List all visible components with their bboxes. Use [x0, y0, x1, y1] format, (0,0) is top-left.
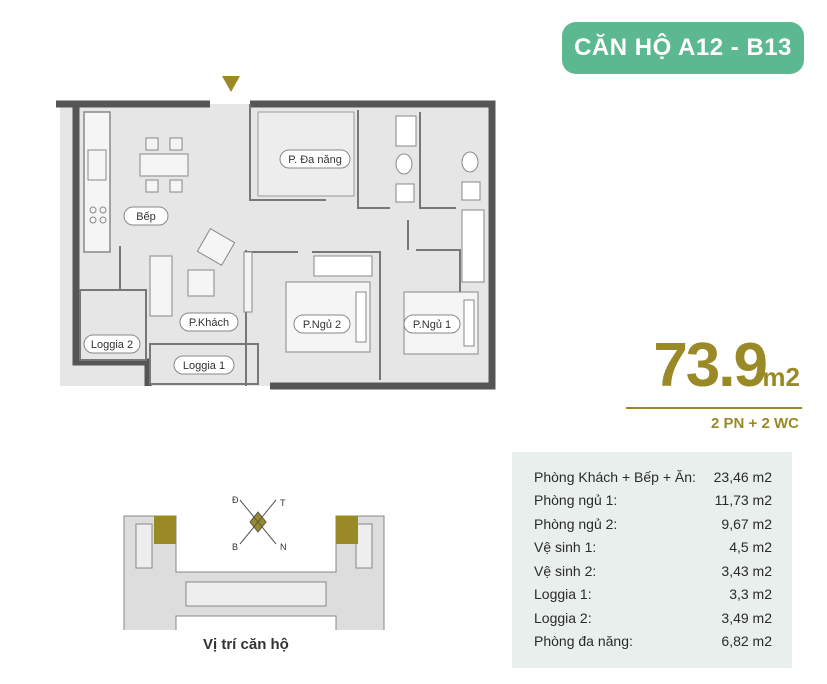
location-map: Đ T B N — [123, 495, 385, 630]
area-row-label: Loggia 1: — [534, 586, 592, 603]
area-row: Phòng đa năng: 6,82 m2 — [534, 630, 792, 654]
label-bedroom2: P.Ngủ 2 — [303, 319, 341, 331]
area-row-value: 4,5 m2 — [729, 539, 772, 556]
entrance-arrow-icon — [222, 76, 240, 92]
area-row-label: Loggia 2: — [534, 609, 592, 626]
area-row-label: Phòng đa năng: — [534, 633, 633, 650]
area-row-value: 6,82 m2 — [721, 633, 772, 650]
svg-text:Đ: Đ — [232, 495, 239, 505]
label-living: P.Khách — [189, 317, 229, 329]
area-row: Loggia 1: 3,3 m2 — [534, 583, 792, 607]
area-row-value: 23,46 m2 — [713, 468, 772, 485]
room-labels: Bếp P. Đa năng P.Khách P.Ngủ 2 P.Ngủ 1 L… — [83, 149, 461, 375]
label-multipurpose: P. Đa năng — [288, 154, 342, 166]
label-kitchen: Bếp — [136, 211, 156, 223]
area-row-label: Vệ sinh 1: — [534, 539, 597, 556]
area-row: Vệ sinh 1: 4,5 m2 — [534, 536, 792, 560]
area-row: Phòng ngủ 2: 9,67 m2 — [534, 512, 792, 536]
area-value: 73.9 — [653, 331, 768, 400]
area-row-label: Vệ sinh 2: — [534, 562, 597, 579]
svg-text:N: N — [280, 542, 287, 552]
area-row-value: 3,3 m2 — [729, 586, 772, 603]
area-row-value: 11,73 m2 — [714, 492, 772, 509]
area-row: Phòng ngủ 1: 11,73 m2 — [534, 489, 792, 513]
svg-text:B: B — [232, 542, 238, 552]
area-row-value: 9,67 m2 — [721, 515, 772, 532]
area-row: Phòng Khách + Bếp + Ăn: 23,46 m2 — [534, 465, 792, 489]
label-loggia1: Loggia 1 — [183, 360, 225, 372]
area-table: Phòng Khách + Bếp + Ăn: 23,46 m2 Phòng ngủ… — [512, 452, 792, 668]
floor-plan: Bếp P. Đa năng P.Khách P.Ngủ 2 P.Ngủ 1 L… — [56, 76, 496, 390]
area-row: Loggia 2: 3,49 m2 — [534, 606, 792, 630]
divider — [626, 407, 802, 409]
label-bedroom1: P.Ngủ 1 — [413, 319, 451, 331]
area-row-value: 3,49 m2 — [721, 609, 772, 626]
apartment-highlight — [154, 516, 176, 544]
svg-text:T: T — [280, 498, 286, 508]
area-row-label: Phòng ngủ 1: — [534, 492, 618, 509]
compass-icon: Đ T B N — [232, 495, 287, 552]
location-caption: Vị trí căn hộ — [203, 636, 289, 653]
label-loggia2: Loggia 2 — [91, 339, 133, 351]
area-row-value: 3,43 m2 — [721, 562, 772, 579]
area-unit: m2 — [762, 362, 800, 392]
apartment-title: CĂN HỘ A12 - B13 — [562, 22, 804, 74]
area-row: Vệ sinh 2: 3,43 m2 — [534, 559, 792, 583]
rooms-summary: 2 PN + 2 WC — [711, 415, 799, 432]
area-row-label: Phòng ngủ 2: — [534, 515, 618, 532]
area-row-label: Phòng Khách + Bếp + Ăn: — [534, 468, 696, 485]
apartment-highlight — [336, 516, 358, 544]
